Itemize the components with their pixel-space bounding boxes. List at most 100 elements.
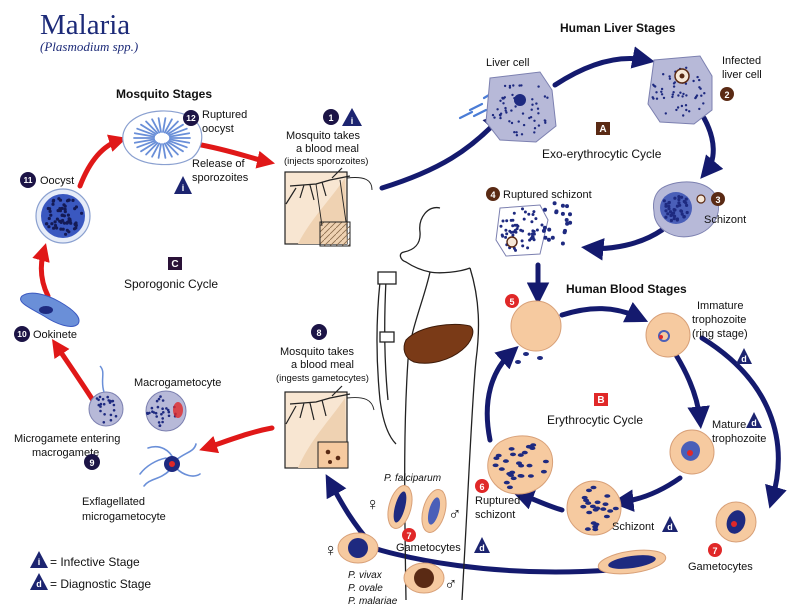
cell-dot — [64, 232, 68, 236]
cell-dot — [161, 420, 164, 424]
sporozoite — [167, 123, 184, 135]
cell-dot — [496, 108, 499, 111]
oocyst-sporoblasts — [44, 197, 84, 236]
cell-dot — [508, 120, 511, 123]
legend: i = Infective Stage d = Diagnostic Stage — [30, 551, 151, 591]
cell-dot — [543, 235, 548, 240]
cell-dot — [530, 232, 534, 236]
released-merozoites — [499, 201, 573, 252]
cell-dot — [521, 244, 525, 248]
cell-dot — [155, 399, 159, 403]
mature-trophozoite-dot — [687, 450, 693, 456]
badge-step-10 — [14, 326, 30, 342]
cell-dot — [72, 227, 77, 231]
cell-dot — [530, 220, 534, 224]
sporozoite — [165, 120, 179, 134]
free-merozoites — [515, 352, 543, 364]
cell-dot — [537, 85, 540, 88]
cell-dot — [508, 84, 512, 88]
cell-dot — [667, 204, 671, 208]
cell-dot — [511, 93, 514, 97]
cell-dot — [552, 201, 557, 206]
cell-dot — [660, 87, 664, 91]
cell-dot — [535, 228, 539, 232]
cell-dot — [530, 108, 533, 111]
badge-step-10-num: 10 — [17, 329, 27, 339]
cell-dot — [677, 197, 681, 202]
cell-dot — [510, 109, 513, 112]
cell-dot — [509, 470, 516, 475]
cycle-b-letter: B — [597, 395, 604, 406]
cell-dot — [554, 209, 559, 214]
cell-dot — [532, 210, 536, 214]
cell-dot — [71, 198, 75, 202]
diagnostic-badge-gametocytes — [474, 537, 490, 553]
cell-dot — [537, 124, 541, 127]
cell-dot — [664, 215, 668, 219]
cell-dot — [684, 197, 688, 201]
diagram-subtitle: (Plasmodium spp.) — [40, 39, 138, 54]
cell-dot — [511, 224, 515, 228]
human-figure — [376, 206, 480, 601]
infected-liver-cell — [647, 55, 713, 125]
cell-dot — [58, 209, 63, 213]
cell-dot — [662, 199, 666, 203]
cell-dot — [685, 108, 688, 112]
legend-infective-icon — [30, 551, 48, 568]
badge-step-3 — [711, 192, 725, 206]
cell-dot — [528, 238, 532, 242]
badge-step-3-num: 3 — [715, 195, 720, 205]
cell-dot — [590, 521, 597, 525]
exflagellated-core — [169, 461, 175, 467]
cycle-arrows — [32, 46, 787, 575]
cell-dot — [668, 77, 672, 80]
label-gametocytes-right: Gametocytes — [688, 561, 753, 573]
cell-dot — [547, 227, 552, 232]
cell-dot — [152, 411, 156, 414]
cell-dot — [676, 106, 680, 109]
arrow-liver-to-infected — [552, 46, 655, 88]
cell-dot — [534, 217, 538, 221]
cell-dot — [99, 402, 103, 406]
cell-dot — [682, 114, 685, 117]
cell-dot — [662, 96, 666, 100]
cell-dot — [533, 127, 537, 130]
cell-dot — [672, 85, 676, 88]
cell-dot — [669, 218, 674, 223]
cell-dot — [584, 527, 591, 531]
cell-dot — [80, 211, 84, 215]
label-ruptured-blood-line2: schizont — [475, 509, 515, 521]
vivax-male-parasite — [414, 568, 434, 588]
cell-dot — [662, 73, 665, 76]
liver-schizont-merozoites — [662, 195, 689, 223]
cell-dot — [527, 232, 531, 236]
cell-dot — [672, 217, 676, 221]
diagnostic-badge-ring-mark: d — [741, 354, 747, 364]
cell-dot — [666, 212, 670, 216]
sporozoite — [151, 118, 161, 134]
cell-dot — [528, 116, 531, 120]
diagnostic-badge-gametocytes-mark: d — [479, 543, 485, 553]
cell-dot — [112, 409, 116, 412]
cell-dot — [513, 228, 517, 232]
cell-dot — [512, 246, 516, 250]
cell-dot — [529, 446, 536, 451]
cell-dot — [506, 485, 513, 490]
cell-dot — [592, 527, 599, 532]
cell-dot — [520, 133, 524, 136]
sporozoite — [168, 132, 191, 138]
badge-step-12 — [183, 110, 199, 126]
cell-dot — [157, 421, 161, 424]
label-release-line2: sporozoites — [192, 172, 249, 184]
cell-dot — [660, 93, 664, 96]
cell-dot — [520, 239, 524, 243]
badge-step-8 — [311, 324, 327, 340]
cell-dot — [166, 408, 170, 412]
cell-dot — [668, 75, 671, 78]
diagnostic-badge-mature — [746, 412, 762, 428]
infective-badge-step-1-mark: i — [351, 116, 354, 126]
cell-dot — [673, 81, 677, 84]
cell-dot — [586, 510, 593, 515]
cell-dot — [62, 221, 67, 225]
sporozoite — [168, 138, 191, 144]
